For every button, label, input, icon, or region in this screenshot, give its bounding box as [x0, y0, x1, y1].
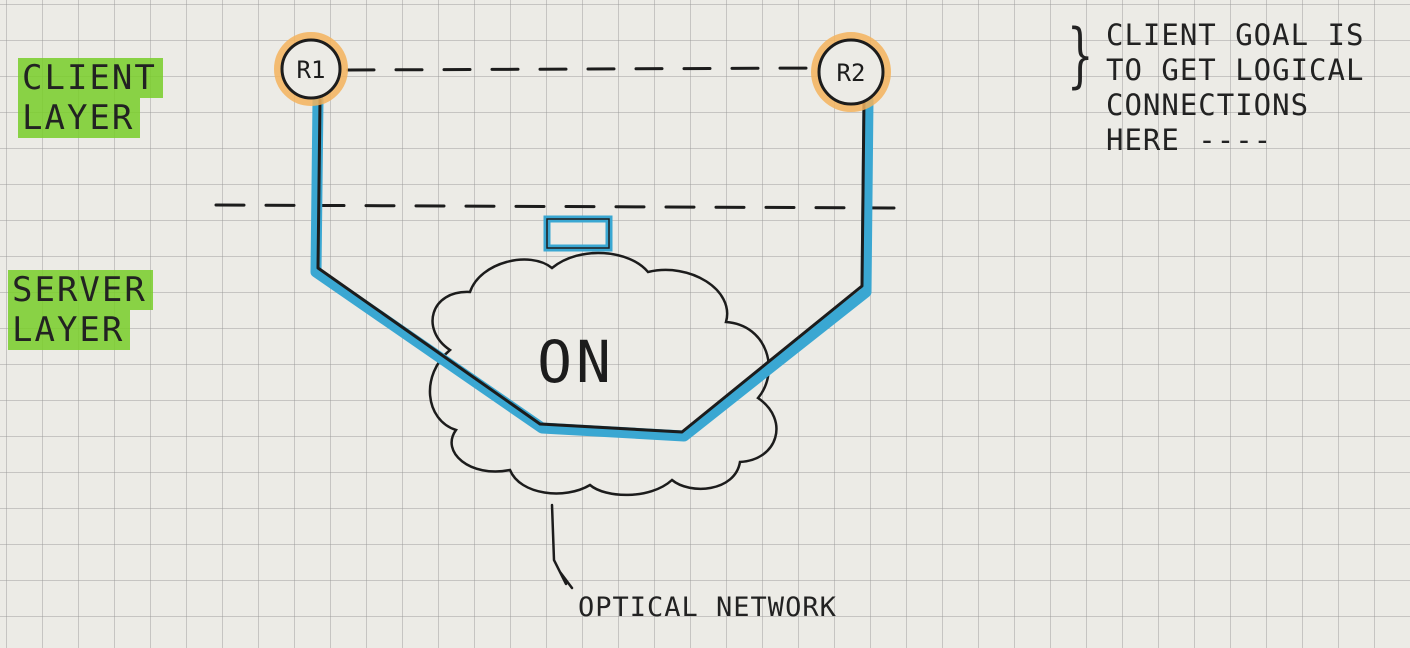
optical-network-cloud [428, 251, 778, 497]
server-layer-path-highlight [310, 94, 874, 442]
client-goal-note: CLIENT GOAL IS TO GET LOGICAL CONNECTION… [1106, 18, 1365, 157]
router-r2-label: R2 [837, 59, 866, 87]
server-layer-path-ink [316, 98, 866, 434]
optical-network-caption: OPTICAL NETWORK [578, 592, 837, 623]
server-layer-label: SERVER LAYER [8, 270, 153, 350]
optical-node-box [543, 215, 613, 252]
client-layer-line2: LAYER [18, 98, 141, 138]
cloud-label: ON [537, 328, 615, 396]
router-r2: R2 [811, 32, 891, 112]
optical-node-box-outline [546, 218, 610, 249]
layer-separator-line [214, 203, 902, 210]
router-r1: R1 [274, 32, 348, 106]
brace-icon: } [1066, 14, 1094, 96]
router-r1-label: R1 [297, 56, 326, 84]
logical-connection-line [346, 66, 824, 72]
client-layer-label: CLIENT LAYER [18, 58, 163, 138]
caption-pointer [550, 503, 574, 590]
client-layer-line1: CLIENT [18, 58, 163, 98]
server-layer-line1: SERVER [8, 270, 153, 310]
server-layer-line2: LAYER [8, 310, 131, 350]
